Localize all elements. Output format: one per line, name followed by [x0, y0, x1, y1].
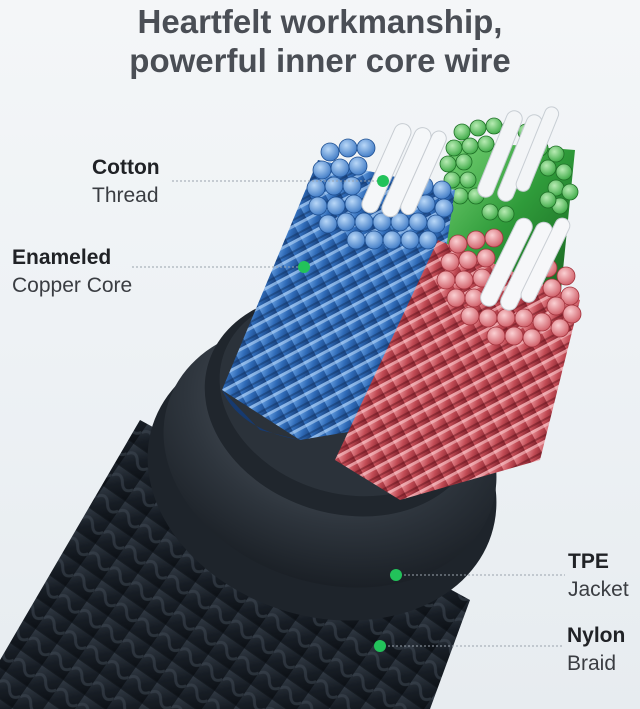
marker-cotton-thread [377, 175, 389, 187]
headline-line-1: Heartfelt workmanship, [137, 3, 503, 40]
label-nylon-title: Nylon [567, 624, 626, 647]
label-nylon-subtitle: Braid [567, 652, 617, 675]
red-core [335, 217, 582, 500]
headline: Heartfelt workmanship, powerful inner co… [0, 2, 640, 80]
headline-line-2: powerful inner core wire [129, 42, 511, 79]
label-enameled-subtitle: Copper Core [12, 274, 133, 297]
label-tpe-subtitle: Jacket [568, 578, 629, 601]
label-nylon-braid: Nylon Braid [567, 622, 625, 678]
label-enameled-copper: Enameled Copper Core [12, 244, 132, 300]
label-tpe-title: TPE [568, 550, 609, 573]
label-cotton-title: Cotton [92, 156, 160, 179]
label-cotton-subtitle: Thread [92, 184, 159, 207]
label-cotton-thread: Cotton Thread [92, 154, 160, 210]
marker-tpe-jacket [390, 569, 402, 581]
callout-lines [132, 180, 565, 647]
marker-nylon-braid [374, 640, 386, 652]
label-tpe-jacket: TPE Jacket [568, 548, 629, 604]
label-enameled-title: Enameled [12, 246, 112, 269]
marker-enameled-copper [298, 261, 310, 273]
